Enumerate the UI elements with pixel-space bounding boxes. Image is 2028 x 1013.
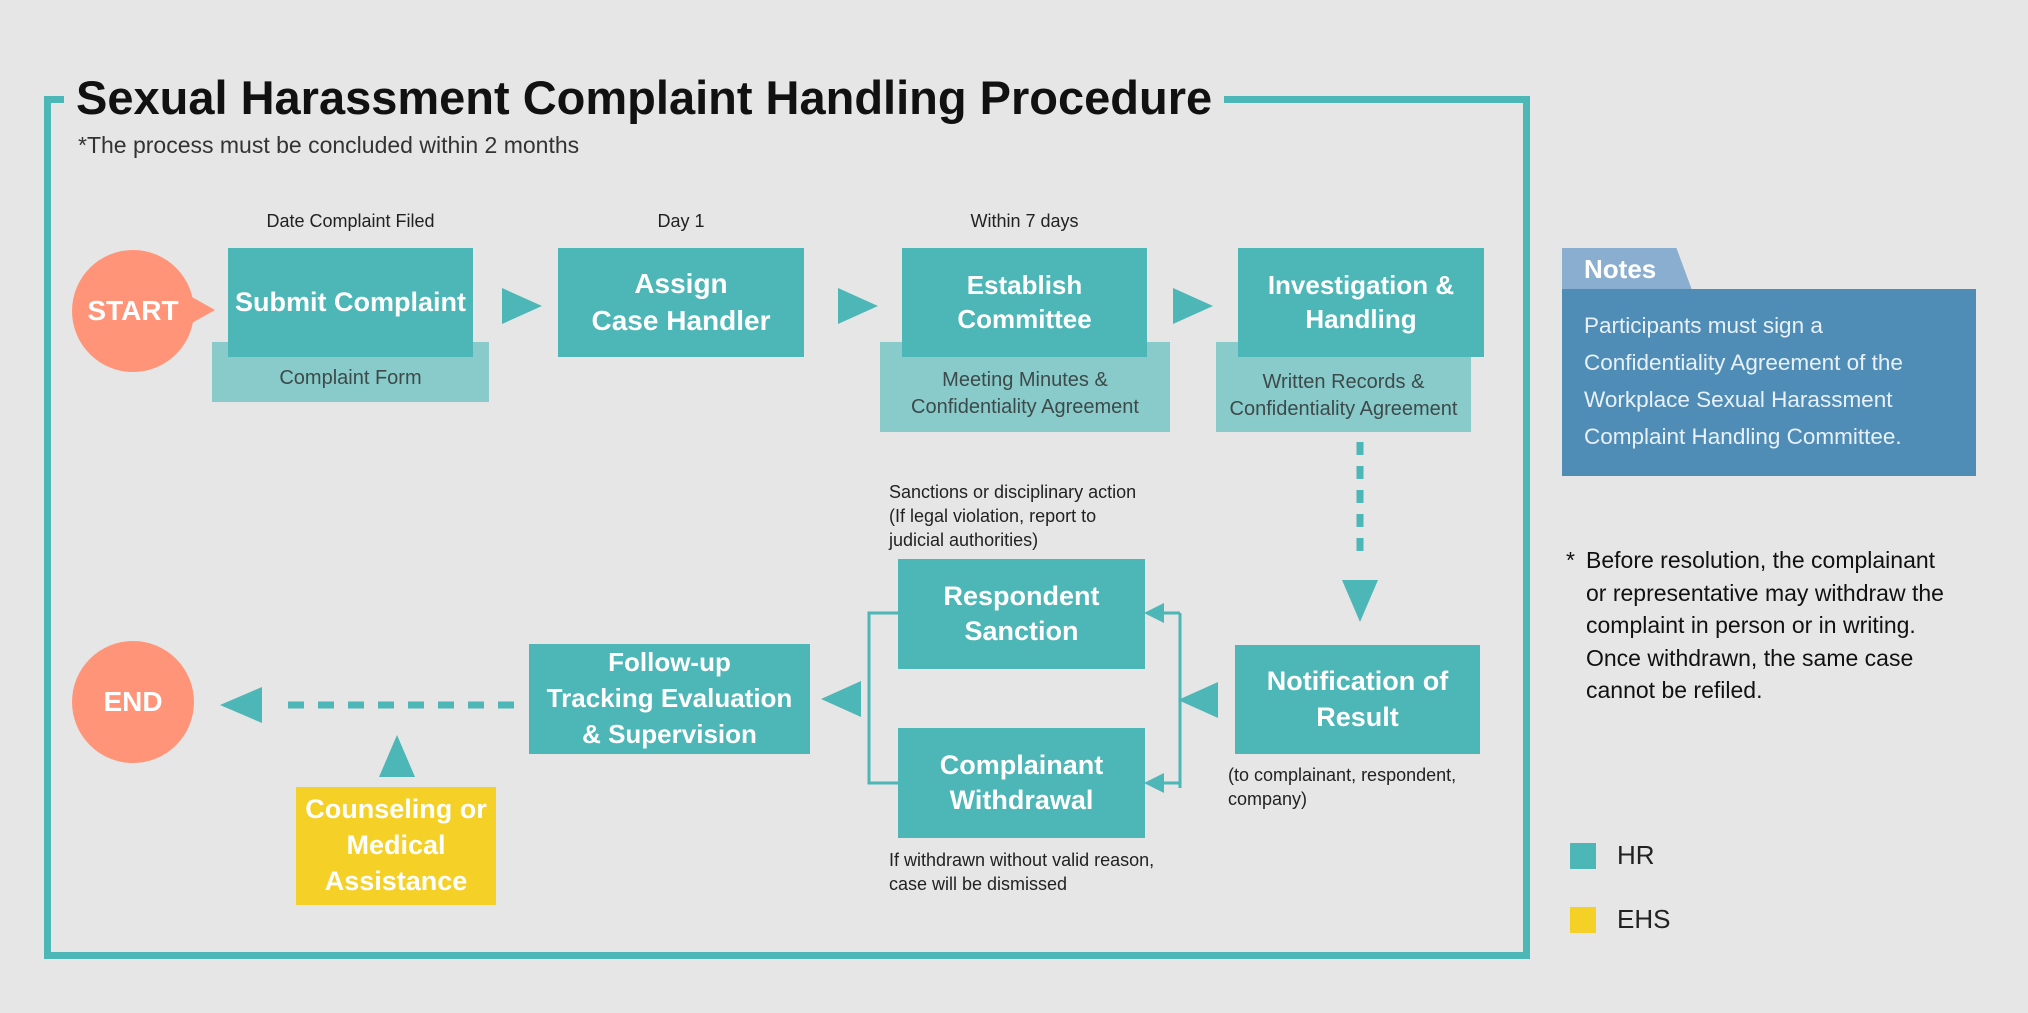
page-title: Sexual Harassment Complaint Handling Pro… — [64, 68, 1225, 128]
submit-complaint-step: Submit Complaint — [228, 248, 473, 357]
outcome-bracket-left — [867, 611, 900, 785]
dashed-arrow-to-end — [220, 687, 518, 723]
dotted-arrow-down — [1342, 442, 1378, 622]
sanction-note: Sanctions or disciplinary action (If leg… — [889, 482, 1137, 550]
arrow-left-notification — [1178, 682, 1218, 718]
legend-hr-label: HR — [1617, 840, 1655, 870]
arrow-right-3 — [1173, 288, 1213, 324]
withdrawal-footnote: * Before resolution, the complainant or … — [1566, 547, 1944, 703]
notification-recipients: (to complainant, respondent,company) — [1228, 765, 1457, 809]
label-day1: Day 1 — [657, 211, 705, 231]
arrow-left-followup — [821, 681, 861, 717]
label-date-filed: Date Complaint Filed — [266, 211, 435, 231]
outcome-bracket-right — [1144, 603, 1182, 793]
arrow-right-2 — [838, 288, 878, 324]
doc-meeting-minutes: Meeting Minutes &Confidentiality Agreeme… — [880, 342, 1170, 432]
end-node: END — [72, 641, 194, 763]
investigation-handling-step: Investigation &Handling — [1238, 248, 1484, 357]
arrow-right-1 — [502, 288, 542, 324]
legend-ehs-label: EHS — [1617, 904, 1671, 934]
start-node: START — [72, 250, 194, 372]
legend-ehs-swatch — [1570, 907, 1596, 933]
doc-written-records: Written Records &Confidentiality Agreeme… — [1216, 342, 1471, 432]
legend-hr-swatch — [1570, 843, 1596, 869]
label-within-7-days: Within 7 days — [970, 211, 1079, 231]
arrow-up-counseling — [379, 735, 415, 777]
notes-body: Participants must sign a Confidentiality… — [1562, 289, 1976, 476]
subtitle: *The process must be concluded within 2 … — [78, 132, 580, 158]
withdrawal-note: If withdrawn without valid reason, case … — [889, 850, 1155, 894]
notes-header: Notes — [1562, 248, 1692, 290]
